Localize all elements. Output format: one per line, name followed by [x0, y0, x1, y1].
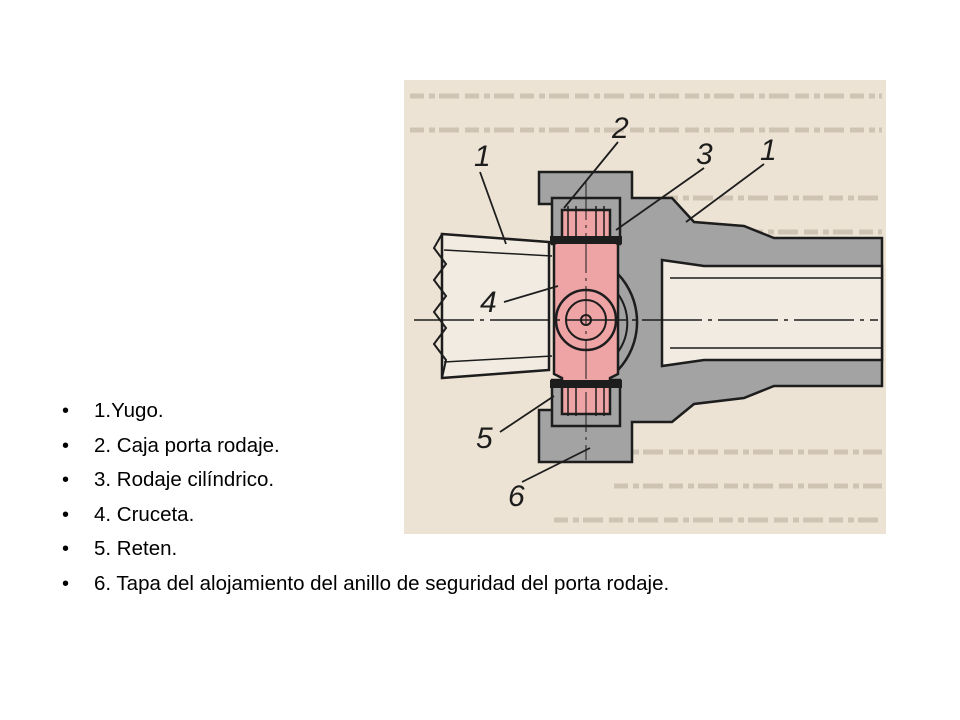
- shaft-inner-line: [443, 355, 553, 363]
- callout-2: 2: [611, 112, 629, 145]
- cross-hub-arc-inner: [617, 293, 629, 353]
- legend-item-caja-porta-rodaje: 2. Caja porta rodaje.: [62, 429, 669, 464]
- left-shaft-break-line: [432, 233, 448, 379]
- legend-item-yugo: 1.Yugo.: [62, 394, 669, 429]
- legend-item-tapa: 6. Tapa del alojamiento del anillo de se…: [62, 567, 669, 602]
- callout-3: 3: [696, 138, 713, 171]
- cross-hub-arc: [617, 273, 639, 371]
- right-shaft-bore: [660, 258, 884, 368]
- legend-item-cruceta: 4. Cruceta.: [62, 498, 669, 533]
- parts-legend-list: 1.Yugo. 2. Caja porta rodaje. 3. Rodaje …: [62, 394, 669, 602]
- callout-1-right: 1: [760, 134, 777, 167]
- callout-4: 4: [480, 286, 497, 319]
- legend-item-reten: 5. Reten.: [62, 532, 669, 567]
- shaft-inner-line: [443, 249, 553, 257]
- callout-1-left: 1: [474, 140, 491, 173]
- left-shaft: [440, 232, 551, 380]
- legend-item-rodaje-cilindrico: 3. Rodaje cilíndrico.: [62, 463, 669, 498]
